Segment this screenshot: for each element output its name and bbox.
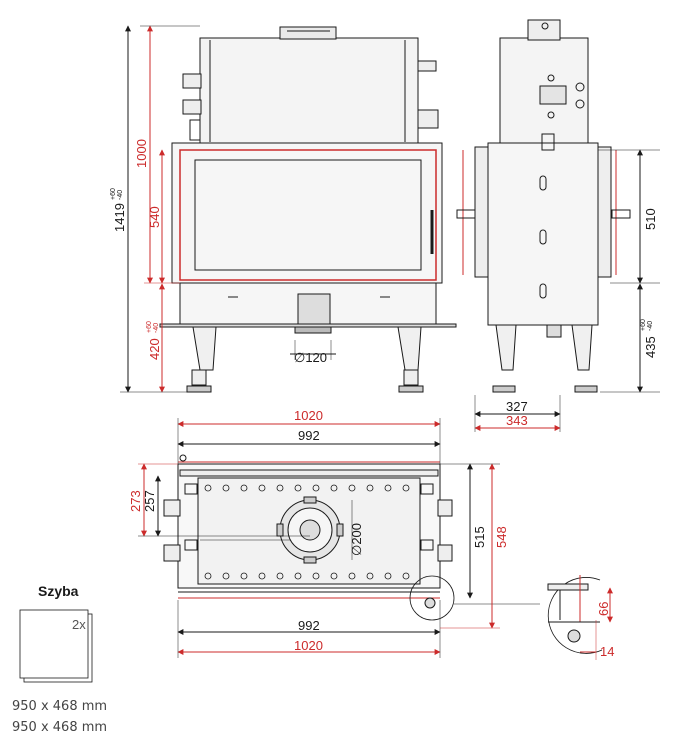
side-dimensions: 510 435 +60 -40 327 343 bbox=[474, 149, 660, 432]
dim-side-depth-outer: 343 bbox=[506, 413, 528, 428]
dim-top-width-inner-top: 992 bbox=[298, 428, 320, 443]
bolt-hole bbox=[384, 484, 392, 492]
dim-side-depth-inner: 327 bbox=[506, 399, 528, 414]
glass-title: Szyba bbox=[38, 583, 79, 599]
dim-top-depth-515: 515 bbox=[472, 526, 487, 548]
bolt-hole bbox=[312, 572, 320, 580]
bolt-hole bbox=[402, 572, 410, 580]
dim-side-leg-tol-minus: -40 bbox=[647, 321, 654, 331]
bolt-hole bbox=[204, 572, 212, 580]
bolt-hole bbox=[330, 572, 338, 580]
bolt-hole bbox=[240, 572, 248, 580]
bolt-hole bbox=[294, 572, 302, 580]
dim-top-width-inner-bottom: 992 bbox=[298, 618, 320, 633]
side-body bbox=[487, 142, 599, 326]
glass-quantity: 2x bbox=[72, 617, 86, 632]
front-leg-right bbox=[397, 326, 422, 371]
dim-top-flue-diameter: ∅200 bbox=[349, 523, 364, 556]
front-glass bbox=[194, 159, 422, 271]
dim-side-leg-height: 435 bbox=[643, 336, 658, 358]
dim-detail-14: 14 bbox=[600, 644, 614, 659]
top-dimensions: 1020 992 992 1020 273 257 515 548 ∅200 bbox=[128, 408, 509, 658]
front-door-frame bbox=[171, 142, 443, 284]
front-ash-box bbox=[297, 293, 331, 325]
bolt-hole bbox=[276, 484, 284, 492]
top-view bbox=[163, 454, 540, 621]
bolt-hole bbox=[258, 572, 266, 580]
bolt-hole bbox=[366, 572, 374, 580]
bolt-hole bbox=[222, 484, 230, 492]
bolt-hole bbox=[312, 484, 320, 492]
top-dot-rows bbox=[204, 484, 410, 580]
detail-view bbox=[547, 575, 603, 654]
dim-front-leg-tol-plus: +60 bbox=[146, 321, 153, 333]
side-leg-right bbox=[571, 324, 593, 371]
dim-detail-66: 66 bbox=[596, 602, 611, 616]
dim-height-body: 1000 bbox=[134, 139, 149, 168]
bolt-hole bbox=[384, 572, 392, 580]
front-top-flange bbox=[279, 26, 337, 40]
dim-front-leg-tol-minus: -40 bbox=[153, 323, 160, 333]
front-view bbox=[159, 26, 457, 393]
dim-height-total: 1419 bbox=[112, 203, 127, 232]
detail-dimensions: 66 14 bbox=[580, 587, 614, 660]
front-dimensions: 1419 +60 -40 1000 540 420 +60 -40 ∅120 bbox=[110, 25, 336, 393]
dim-top-depth-273: 273 bbox=[128, 490, 143, 512]
dim-front-glass-height: 540 bbox=[147, 206, 162, 228]
dim-top-width-outer-bottom: 1020 bbox=[294, 638, 323, 653]
dim-top-depth-257: 257 bbox=[142, 490, 157, 512]
dim-height-total-tol-plus: +60 bbox=[110, 188, 117, 200]
bolt-hole bbox=[240, 484, 248, 492]
bolt-hole bbox=[204, 484, 212, 492]
bolt-hole bbox=[348, 572, 356, 580]
dim-front-flue-diameter: ∅120 bbox=[294, 350, 327, 365]
detail-marker-circle bbox=[409, 575, 455, 621]
side-leg-left bbox=[495, 324, 517, 371]
bolt-hole bbox=[402, 484, 410, 492]
glass-pane-icon bbox=[19, 609, 93, 683]
dim-top-width-outer-top: 1020 bbox=[294, 408, 323, 423]
front-top-housing bbox=[199, 37, 419, 145]
bolt-hole bbox=[222, 572, 230, 580]
bolt-hole bbox=[366, 484, 374, 492]
bolt-hole bbox=[330, 484, 338, 492]
dim-front-leg-height: 420 bbox=[147, 338, 162, 360]
bolt-hole bbox=[294, 484, 302, 492]
dim-side-leg-tol-plus: +60 bbox=[640, 319, 647, 331]
glass-size-2: 950 x 468 mm bbox=[12, 720, 108, 735]
dim-top-depth-548: 548 bbox=[494, 526, 509, 548]
bolt-hole bbox=[258, 484, 266, 492]
front-door-red-frame bbox=[179, 149, 437, 281]
dim-height-total-tol-minus: -40 bbox=[117, 190, 124, 200]
bolt-hole bbox=[348, 484, 356, 492]
side-vent bbox=[539, 85, 567, 105]
bolt-hole bbox=[276, 572, 284, 580]
side-view bbox=[456, 19, 631, 393]
dim-side-glass-height: 510 bbox=[643, 208, 658, 230]
glass-size-1: 950 x 468 mm bbox=[12, 699, 108, 714]
front-leg-left bbox=[192, 326, 217, 371]
